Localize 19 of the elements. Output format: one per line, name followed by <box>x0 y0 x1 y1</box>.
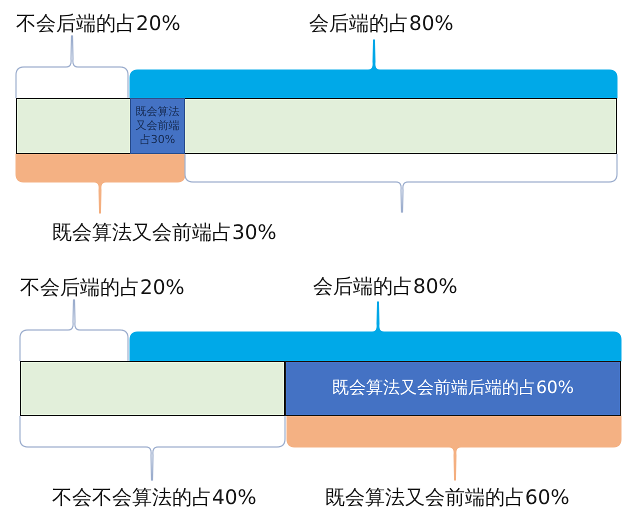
percent-label: 会后端的占80% <box>309 11 454 35</box>
curly-brace <box>130 302 622 362</box>
percent-label: 会后端的占80% <box>313 274 458 298</box>
bar-segment: 既会算法又会前端占30% <box>130 98 185 154</box>
bar-segment: 既会算法又会前端后端的占60% <box>285 361 621 416</box>
curly-brace <box>184 154 618 213</box>
curly-brace <box>15 35 129 98</box>
base-bar <box>20 361 285 416</box>
percent-label: 不会后端的占20% <box>20 275 184 299</box>
curly-brace <box>19 416 286 481</box>
base-bar <box>16 98 617 154</box>
curly-brace <box>130 40 618 98</box>
percent-label: 不会后端的占20% <box>16 11 180 35</box>
percent-label: 既会算法又会前端占30% <box>52 220 276 244</box>
curly-brace <box>16 154 186 214</box>
curly-brace <box>286 416 622 480</box>
percent-label: 既会算法又会前端的占60% <box>325 485 570 509</box>
curly-brace <box>19 299 129 361</box>
percent-label: 不会不会算法的占40% <box>52 485 256 509</box>
